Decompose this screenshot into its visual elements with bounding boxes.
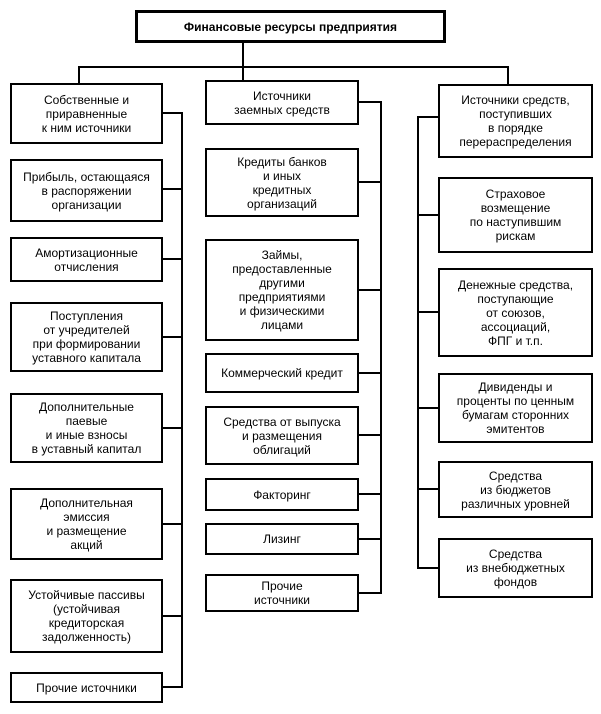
connector-left-stub-5 bbox=[161, 427, 181, 429]
node-dividends-interest: Дивиденды и проценты по ценным бумагам с… bbox=[438, 373, 593, 443]
node-factoring: Факторинг bbox=[205, 478, 359, 511]
connector-right-stub-3 bbox=[417, 311, 440, 313]
connector-left-stub-4 bbox=[161, 336, 181, 338]
connector-right-stub-5 bbox=[417, 488, 440, 490]
connector-right-stub-1 bbox=[417, 116, 440, 118]
connector-left-stub-6 bbox=[161, 523, 181, 525]
connector-left-bus bbox=[181, 112, 183, 688]
connector-middle-stub-3 bbox=[357, 289, 380, 291]
node-commercial-credit: Коммерческий кредит bbox=[205, 353, 359, 393]
node-other-sources-own: Прочие источники bbox=[10, 672, 163, 703]
connector-root-drop bbox=[242, 43, 244, 66]
node-founders-contributions: Поступления от учредителей при формирова… bbox=[10, 302, 163, 372]
node-bank-credits: Кредиты банков и иных кредитных организа… bbox=[205, 148, 359, 217]
connector-drop-middle bbox=[242, 66, 244, 80]
node-insurance-compensation: Страховое возмещение по наступившим риск… bbox=[438, 177, 593, 253]
node-stable-liabilities: Устойчивые пассивы (устойчивая кредиторс… bbox=[10, 579, 163, 653]
node-financial-resources: Финансовые ресурсы предприятия bbox=[135, 10, 446, 43]
connector-left-stub-2 bbox=[161, 188, 181, 190]
connector-right-stub-4 bbox=[417, 407, 440, 409]
connector-left-stub-7 bbox=[161, 615, 181, 617]
connector-right-stub-6 bbox=[417, 567, 440, 569]
node-additional-emission: Дополнительная эмиссия и размещение акци… bbox=[10, 488, 163, 560]
connector-drop-right bbox=[507, 66, 509, 84]
connector-middle-stub-2 bbox=[357, 181, 380, 183]
node-other-sources-borrowed: Прочие источники bbox=[205, 574, 359, 612]
connector-middle-stub-6 bbox=[357, 493, 380, 495]
node-leasing: Лизинг bbox=[205, 523, 359, 555]
connector-right-bus bbox=[417, 116, 419, 569]
connector-middle-stub-7 bbox=[357, 538, 380, 540]
node-loans-from-others: Займы, предоставленные другими предприят… bbox=[205, 239, 359, 341]
connector-middle-bus bbox=[380, 101, 382, 594]
connector-middle-stub-5 bbox=[357, 434, 380, 436]
node-additional-share-contributions: Дополнительные паевые и иные взносы в ус… bbox=[10, 393, 163, 463]
node-extrabudgetary-funds: Средства из внебюджетных фондов bbox=[438, 538, 593, 598]
connector-middle-stub-8 bbox=[357, 592, 380, 594]
connector-middle-stub-4 bbox=[357, 372, 380, 374]
connector-left-stub-3 bbox=[161, 258, 181, 260]
connector-middle-stub-1 bbox=[357, 101, 380, 103]
node-own-sources: Собственные и приравненные к ним источни… bbox=[10, 83, 163, 144]
connector-drop-left bbox=[78, 66, 80, 83]
node-bond-issue-funds: Средства от выпуска и размещения облигац… bbox=[205, 406, 359, 465]
node-borrowed-sources: Источники заемных средств bbox=[205, 80, 359, 125]
node-profit: Прибыль, остающаяся в распоряжении орган… bbox=[10, 159, 163, 222]
connector-left-stub-1 bbox=[161, 112, 181, 114]
node-redistribution-sources: Источники средств, поступивших в порядке… bbox=[438, 84, 593, 158]
node-depreciation: Амортизационные отчисления bbox=[10, 237, 163, 282]
node-funds-from-unions: Денежные средства, поступающие от союзов… bbox=[438, 268, 593, 357]
connector-left-stub-8 bbox=[161, 686, 181, 688]
connector-top-rail bbox=[78, 66, 509, 68]
node-budget-funds: Средства из бюджетов различных уровней bbox=[438, 461, 593, 518]
connector-right-stub-2 bbox=[417, 214, 440, 216]
